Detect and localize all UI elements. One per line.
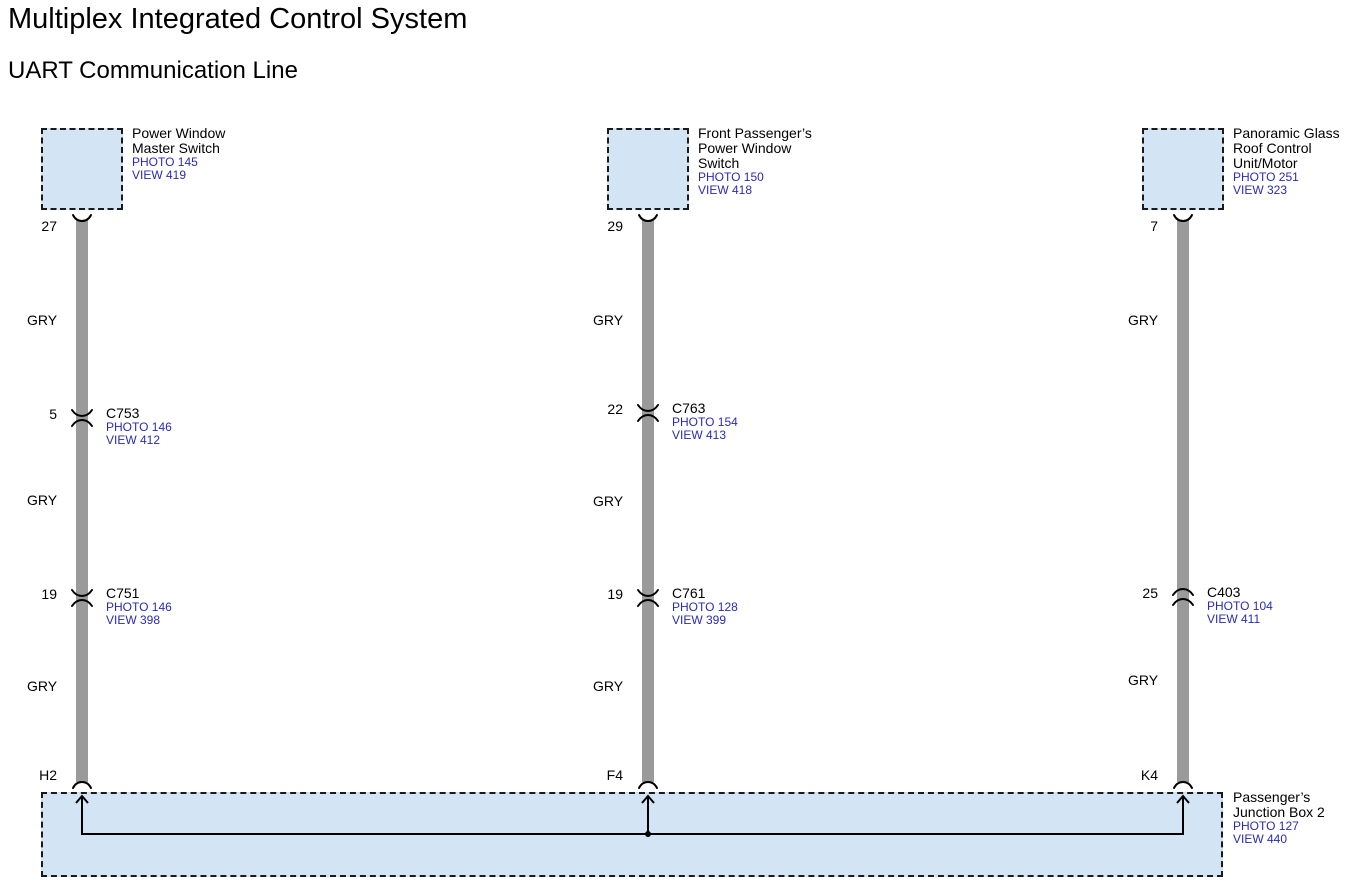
component-name: Front Passenger’s Power Window Switch — [698, 125, 812, 171]
connector-pin-label: 19 — [41, 586, 57, 602]
wire-color-label: GRY — [27, 312, 58, 328]
connector-name: C763 — [672, 400, 706, 416]
photo-link[interactable]: PHOTO 146 — [106, 420, 172, 434]
junction-box-label: Passenger’s Junction Box 2 PHOTO 127 VIE… — [1233, 790, 1325, 846]
wire-3 — [1177, 220, 1189, 782]
photo-link[interactable]: PHOTO 146 — [106, 600, 172, 614]
view-link[interactable]: VIEW 398 — [106, 613, 161, 627]
connector-cap — [638, 780, 658, 789]
wire-color-label: GRY — [593, 312, 624, 328]
photo-link[interactable]: PHOTO 150 — [698, 170, 764, 184]
connector-name: C761 — [672, 585, 706, 601]
connector-pin-label: 22 — [607, 401, 623, 417]
component-name: Panoramic Glass Roof Control Unit/Motor — [1233, 125, 1340, 171]
view-link[interactable]: VIEW 399 — [672, 613, 727, 627]
connector-pin-label: 25 — [1142, 585, 1158, 601]
component-box-front-passenger-power-window-switch[interactable] — [607, 128, 689, 210]
connector-label-c753: C753 PHOTO 146 VIEW 412 — [106, 406, 172, 447]
junction-box-name: Passenger’s Junction Box 2 — [1233, 789, 1325, 820]
junction-pin-label: K4 — [1140, 767, 1158, 783]
wire-color-label: GRY — [1128, 312, 1159, 328]
wire-color-label: GRY — [593, 678, 624, 694]
wire-1 — [76, 220, 88, 782]
view-link[interactable]: VIEW 323 — [1233, 183, 1288, 197]
junction-pin-label: H2 — [39, 767, 57, 783]
wire-color-label: GRY — [27, 492, 58, 508]
component-box-power-window-master-switch[interactable] — [41, 128, 123, 210]
junction-pin-label: F4 — [606, 767, 623, 783]
wire-color-label: GRY — [593, 493, 624, 509]
component-label-3: Panoramic Glass Roof Control Unit/Motor … — [1233, 126, 1340, 197]
photo-link[interactable]: PHOTO 128 — [672, 600, 738, 614]
component-label-2: Front Passenger’s Power Window Switch PH… — [698, 126, 812, 197]
diagram-title: Multiplex Integrated Control System — [8, 3, 468, 35]
connector-label-c403: C403 PHOTO 104 VIEW 411 — [1207, 585, 1273, 626]
component-box-panoramic-glass-roof-unit[interactable] — [1142, 128, 1224, 210]
photo-link[interactable]: PHOTO 251 — [1233, 170, 1299, 184]
photo-link[interactable]: PHOTO 154 — [672, 415, 738, 429]
pin-label: 7 — [1150, 218, 1158, 234]
view-link[interactable]: VIEW 419 — [132, 168, 187, 182]
connector-label-c761: C761 PHOTO 128 VIEW 399 — [672, 586, 738, 627]
photo-link[interactable]: PHOTO 127 — [1233, 819, 1299, 833]
view-link[interactable]: VIEW 411 — [1207, 612, 1261, 626]
component-label-1: Power Window Master Switch PHOTO 145 VIE… — [132, 126, 225, 182]
component-name: Power Window Master Switch — [132, 125, 226, 156]
connector-cap — [72, 780, 92, 789]
connector-cap — [1173, 780, 1193, 789]
photo-link[interactable]: PHOTO 145 — [132, 155, 198, 169]
photo-link[interactable]: PHOTO 104 — [1207, 599, 1273, 613]
view-link[interactable]: VIEW 412 — [106, 433, 161, 447]
wire-2 — [642, 220, 654, 782]
connector-pin-label: 19 — [607, 586, 623, 602]
connector-label-c763: C763 PHOTO 154 VIEW 413 — [672, 401, 738, 442]
view-link[interactable]: VIEW 413 — [672, 428, 727, 442]
diagram-subtitle: UART Communication Line — [8, 57, 298, 84]
wire-color-label: GRY — [27, 678, 58, 694]
connector-pin-label: 5 — [49, 406, 57, 422]
connector-name: C403 — [1207, 584, 1241, 600]
connector-name: C751 — [106, 585, 140, 601]
view-link[interactable]: VIEW 418 — [698, 183, 753, 197]
pin-label: 29 — [607, 218, 623, 234]
connector-name: C753 — [106, 405, 140, 421]
wire-color-label: GRY — [1128, 672, 1159, 688]
junction-box[interactable] — [41, 792, 1223, 877]
pin-label: 27 — [41, 218, 57, 234]
connector-label-c751: C751 PHOTO 146 VIEW 398 — [106, 586, 172, 627]
view-link[interactable]: VIEW 440 — [1233, 832, 1288, 846]
